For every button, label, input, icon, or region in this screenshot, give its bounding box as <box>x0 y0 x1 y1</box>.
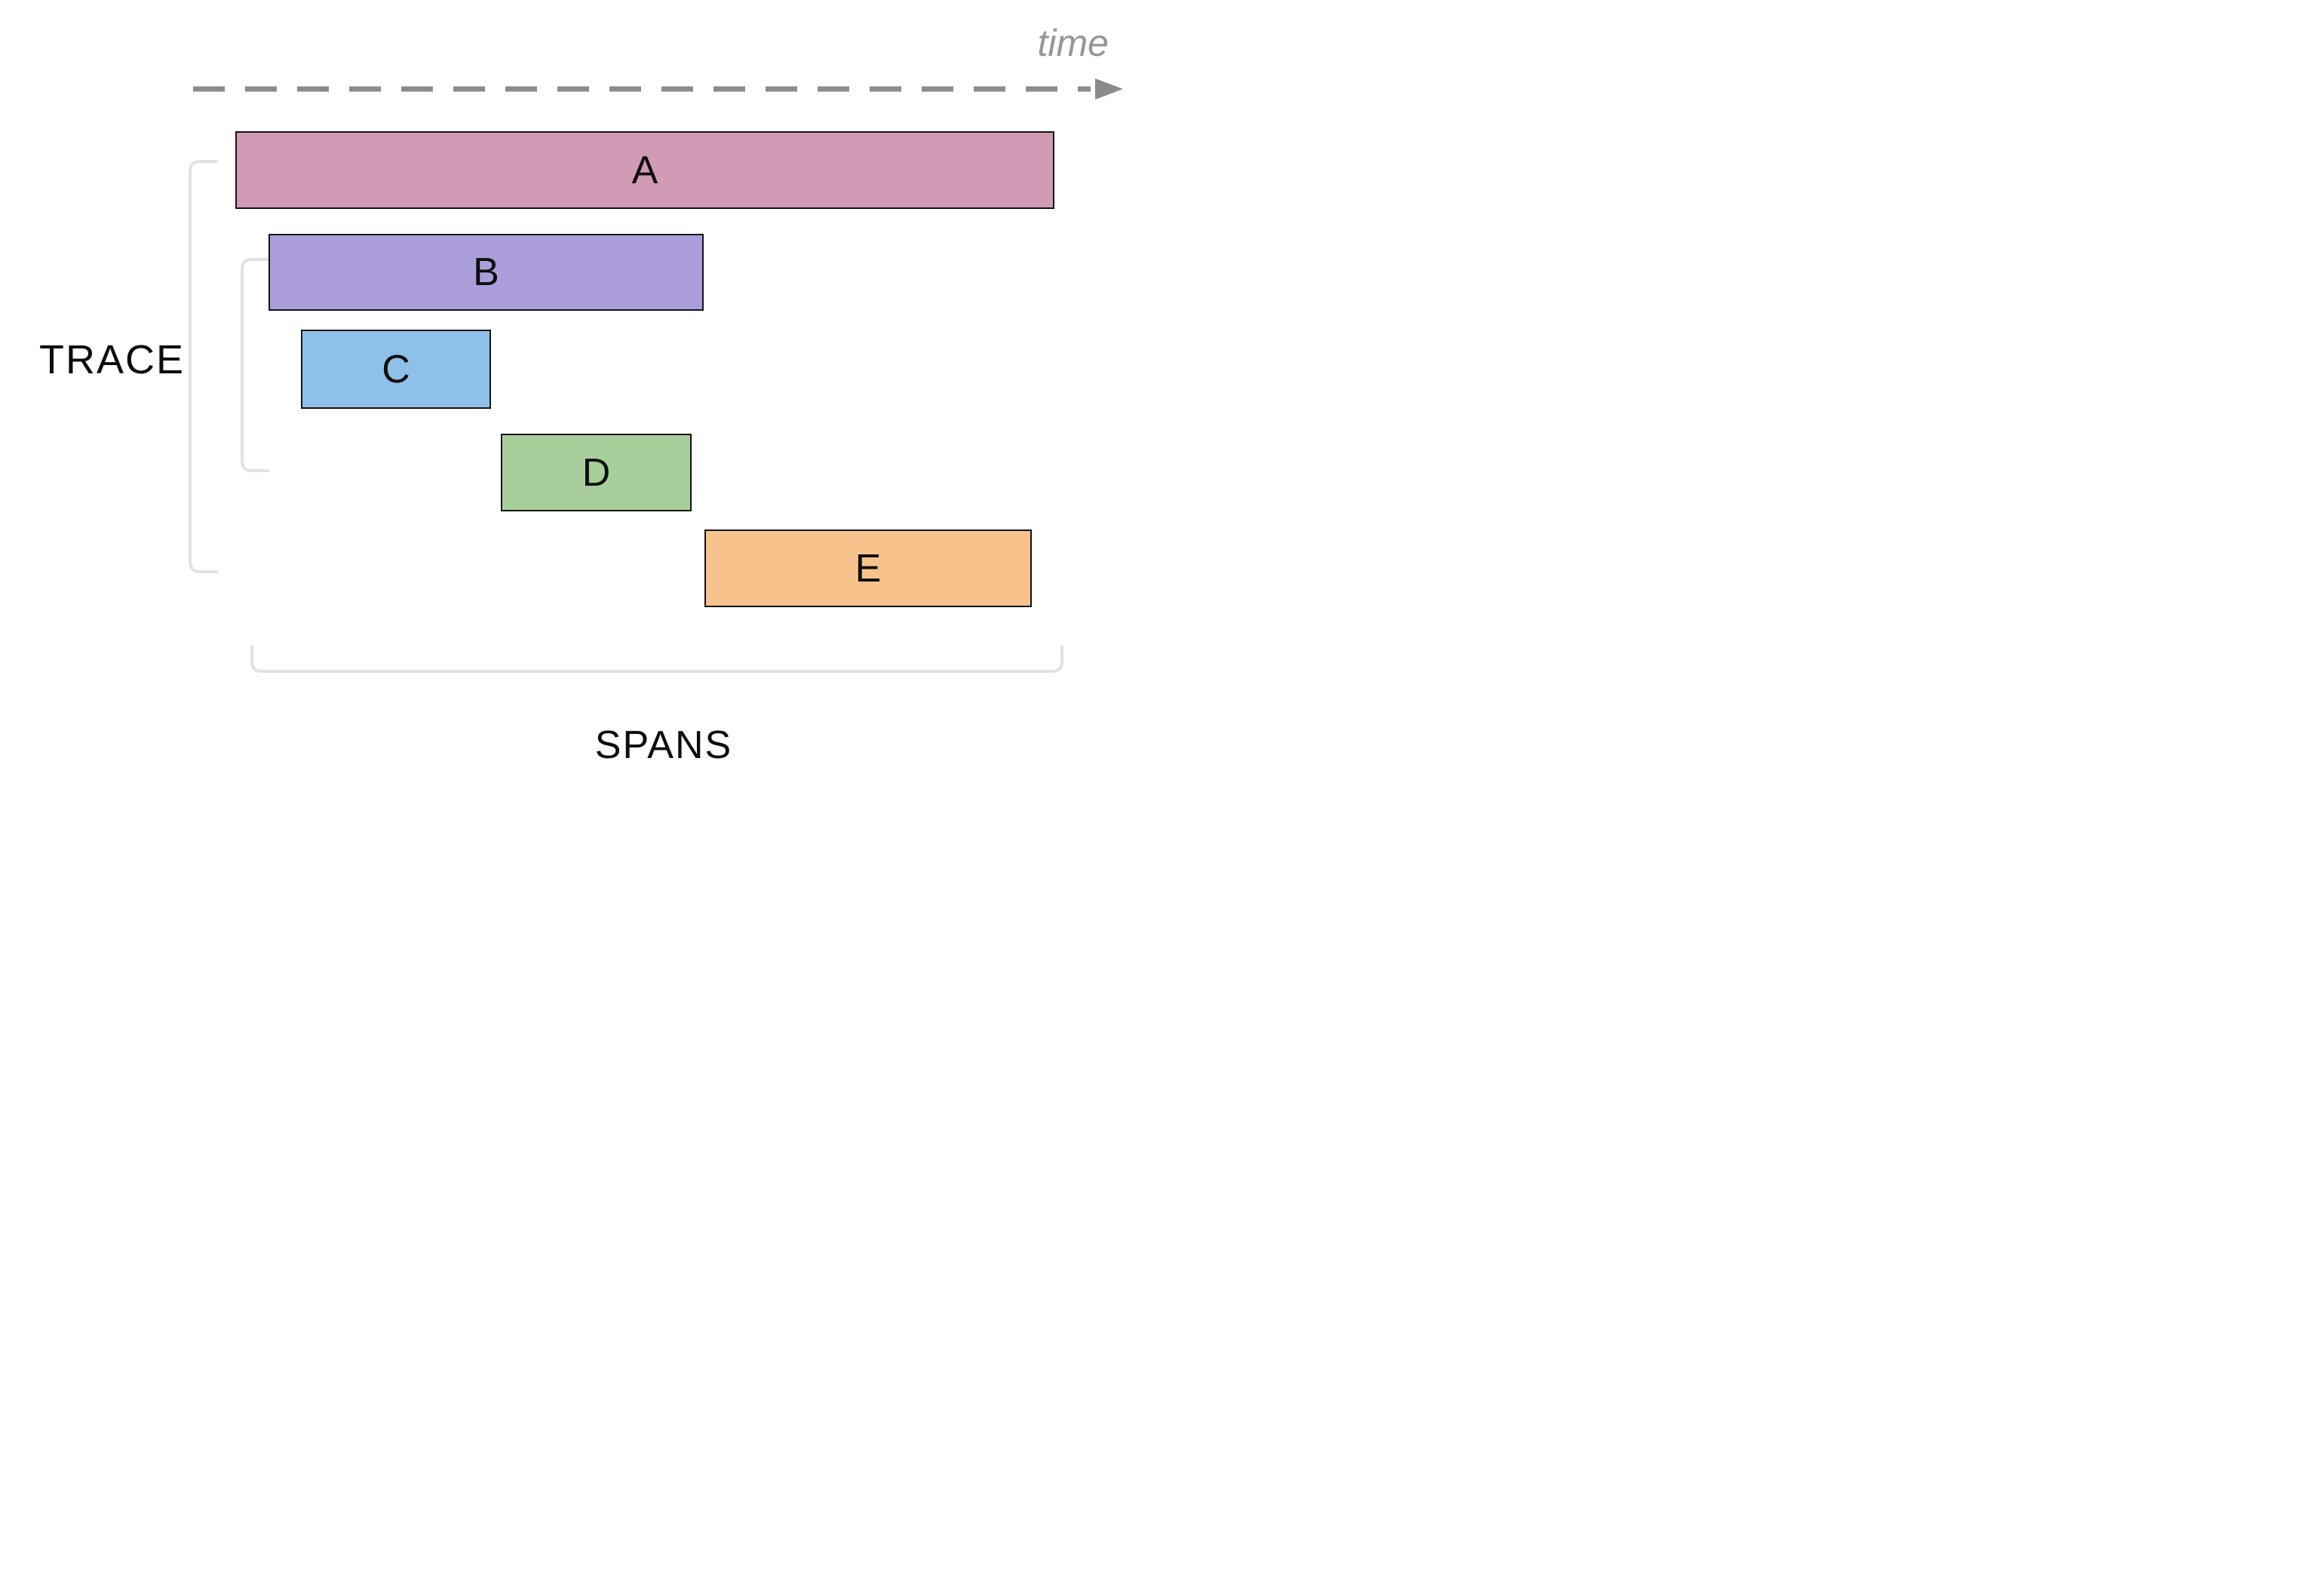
trace-bracket <box>189 160 218 573</box>
bracket-layer <box>189 160 1063 673</box>
arrowhead-icon <box>1095 78 1123 100</box>
span-bar-b: B <box>269 234 704 311</box>
span-label-b: B <box>473 250 499 294</box>
subspan-bracket <box>241 258 269 472</box>
span-bar-a: A <box>235 131 1054 209</box>
span-label-c: C <box>382 347 410 391</box>
spans-label: SPANS <box>594 723 733 767</box>
span-label-a: A <box>631 148 658 192</box>
span-bar-c: C <box>301 330 491 409</box>
trace-spans-diagram: time TRACE SPANS A B C D E <box>0 0 1160 798</box>
spans-bracket <box>250 645 1063 673</box>
span-label-e: E <box>855 546 882 591</box>
time-axis-label: time <box>1037 22 1109 64</box>
span-bar-d: D <box>501 434 692 511</box>
span-bar-e: E <box>704 529 1032 607</box>
span-label-d: D <box>582 450 611 495</box>
trace-label: TRACE <box>39 337 186 382</box>
time-axis-arrow <box>193 78 1123 100</box>
